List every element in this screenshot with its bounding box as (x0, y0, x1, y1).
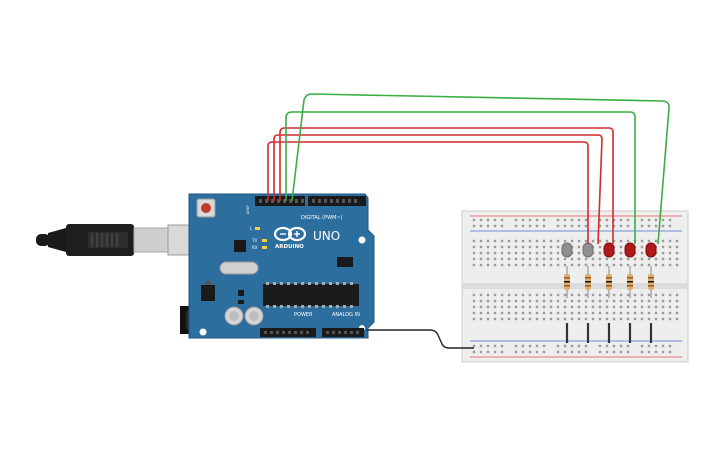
tx-label: TX (251, 238, 257, 243)
leds[interactable] (561, 242, 657, 258)
reset-button-icon[interactable] (196, 198, 216, 218)
resistor-icon[interactable] (585, 274, 591, 290)
led-l-label: L (250, 226, 253, 231)
led-3[interactable] (603, 242, 615, 258)
microcontroller-chip (263, 282, 359, 308)
capacitor-icon (224, 306, 264, 326)
wire-green-2[interactable] (291, 93, 670, 245)
led-2[interactable] (582, 242, 594, 258)
resistor-icon[interactable] (627, 274, 633, 290)
ground-jumpers[interactable] (565, 323, 653, 343)
resistor-icon[interactable] (564, 274, 570, 290)
led-4[interactable] (624, 242, 636, 258)
led-1[interactable] (561, 242, 573, 258)
aref-label: AREF (246, 205, 250, 214)
resistor-icon[interactable] (648, 274, 654, 290)
digital-header[interactable] (255, 196, 366, 206)
arduino-uno-board[interactable]: AREF DIGITAL (PWM~) L TX RX ARDUINO UNO (188, 193, 375, 339)
resistor-icon[interactable] (606, 274, 612, 290)
resistors[interactable] (564, 266, 654, 298)
analog-label: ANALOG IN (332, 312, 360, 318)
breadboard[interactable] (461, 210, 689, 363)
wire-black-ground[interactable] (367, 329, 474, 349)
arduino-logo-icon (273, 226, 307, 242)
led-5[interactable] (645, 242, 657, 258)
usb-cable-icon[interactable] (36, 224, 199, 256)
wire-red-3[interactable] (279, 127, 614, 244)
rx-label: RX (252, 245, 258, 250)
power-label: POWER (294, 312, 313, 318)
brand-text: ARDUINO (275, 244, 304, 250)
wire-red-1[interactable] (267, 141, 589, 244)
wire-red-2[interactable] (273, 134, 603, 245)
digital-header-label: DIGITAL (PWM~) (301, 215, 343, 221)
analog-header[interactable] (322, 328, 364, 337)
wire-green-1[interactable] (285, 111, 636, 244)
model-text: UNO (313, 229, 340, 243)
